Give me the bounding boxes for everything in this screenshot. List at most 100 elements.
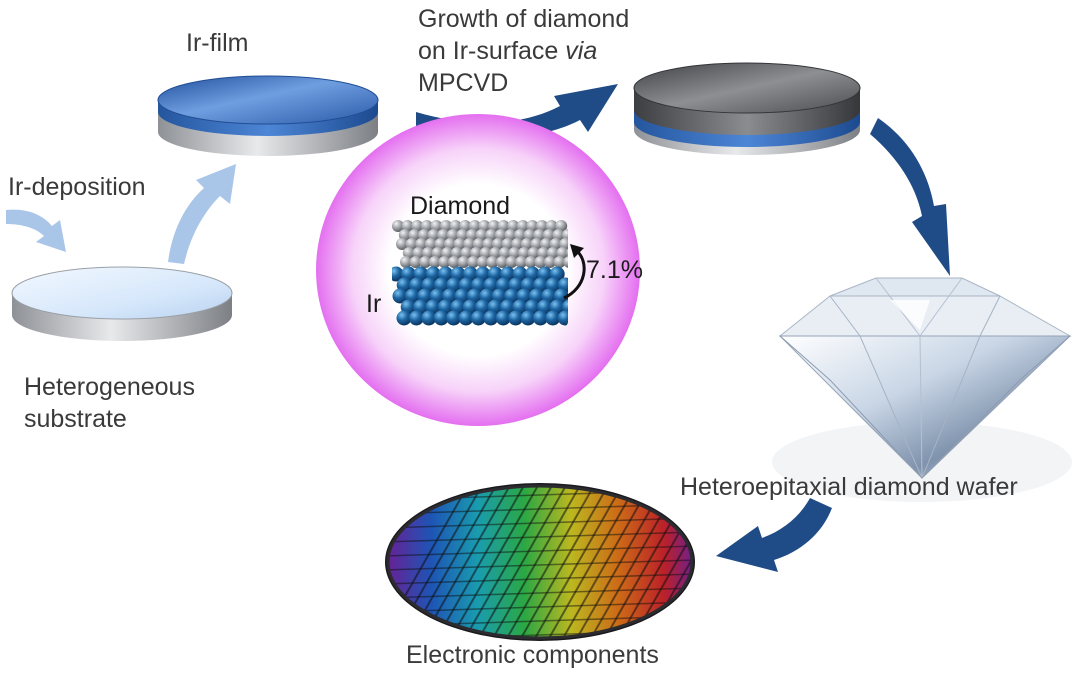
iridium-atom	[392, 288, 408, 304]
carbon-atom	[562, 229, 568, 241]
iridium-atom	[545, 310, 561, 326]
carbon-atom	[485, 229, 498, 241]
carbon-atom	[453, 238, 466, 250]
die-line	[533, 486, 625, 638]
carbon-atom	[504, 229, 517, 241]
ir-layer-label: Ir	[366, 290, 382, 318]
carbon-atom	[467, 256, 480, 268]
carbon-atom	[514, 229, 526, 241]
carbon-atom	[533, 229, 546, 241]
die-line	[561, 486, 653, 638]
carbon-atom	[475, 229, 488, 241]
carbon-atom	[527, 247, 540, 259]
carbon-atom	[396, 238, 408, 250]
carbon-atom	[401, 220, 414, 232]
carbon-atom	[520, 238, 533, 250]
carbon-atom	[424, 238, 437, 250]
ir-film-label: Ir-film	[186, 29, 249, 57]
substrate-disk	[11, 266, 233, 341]
carbon-atom	[552, 229, 565, 241]
carbon-atom	[457, 256, 470, 268]
carbon-atom	[427, 229, 440, 241]
carbon-atom	[511, 238, 524, 250]
atom-lattice	[392, 220, 568, 326]
carbon-atom	[492, 238, 504, 250]
carbon-atom	[553, 256, 566, 268]
carbon-atom	[434, 238, 447, 250]
carbon-atom	[526, 220, 539, 232]
carbon-atom	[476, 256, 489, 268]
die-line	[388, 559, 692, 571]
carbon-atom	[515, 256, 528, 268]
die-line	[388, 517, 692, 529]
carbon-atom	[537, 247, 550, 259]
carbon-atom	[419, 256, 432, 268]
carbon-atom	[546, 247, 559, 259]
carbon-atom	[516, 220, 529, 232]
iridium-atom	[532, 310, 548, 326]
carbon-atom	[496, 256, 508, 268]
carbon-atom	[545, 220, 558, 232]
carbon-atom	[544, 256, 556, 268]
carbon-atom	[470, 247, 482, 259]
carbon-atom	[478, 220, 491, 232]
carbon-atom	[497, 220, 510, 232]
carbon-atom	[392, 220, 404, 232]
carbon-atom	[422, 247, 434, 259]
carbon-atom	[555, 220, 568, 232]
iridium-atom	[520, 310, 536, 326]
to-wafer-arrow	[870, 118, 950, 276]
carbon-atom	[405, 238, 418, 250]
wafer-label: Heteroepitaxial diamond wafer	[680, 473, 1018, 501]
carbon-atom	[440, 220, 452, 232]
carbon-atom	[494, 229, 507, 241]
substrate-label-line1: Heterogeneous	[24, 373, 195, 401]
carbon-atom	[542, 229, 555, 241]
carbon-atom	[523, 229, 536, 241]
carbon-atom	[463, 238, 476, 250]
substrate-label-line2: substrate	[24, 405, 127, 433]
carbon-atom	[530, 238, 543, 250]
carbon-atom	[448, 256, 460, 268]
ir-film-disk	[157, 75, 379, 156]
iridium-atom	[396, 310, 412, 326]
mismatch-arrowhead	[570, 244, 584, 258]
die-line	[388, 587, 692, 599]
carbon-atom	[540, 238, 552, 250]
carbon-atom	[468, 220, 481, 232]
carbon-atom	[415, 238, 428, 250]
electronic-wafer	[385, 483, 695, 641]
carbon-atom	[460, 247, 473, 259]
ir-deposition-label: Ir-deposition	[8, 173, 146, 201]
carbon-atom	[402, 247, 415, 259]
carbon-atom	[556, 247, 568, 259]
carbon-atom	[489, 247, 502, 259]
carbon-atom	[431, 247, 444, 259]
die-line	[547, 486, 639, 638]
carbon-atom	[412, 247, 425, 259]
carbon-atom	[428, 256, 441, 268]
iridium-atom	[446, 310, 462, 326]
carbon-atom	[450, 247, 463, 259]
carbon-atom	[534, 256, 547, 268]
iridium-atom	[458, 310, 474, 326]
diamond-layer-label: Diamond	[410, 192, 511, 220]
carbon-atom	[501, 238, 514, 250]
ir-film-arrow	[168, 164, 236, 264]
die-line	[388, 545, 692, 557]
carbon-atom	[418, 229, 430, 241]
carbon-atom	[559, 238, 568, 250]
to-components-arrow	[716, 498, 832, 572]
iridium-atom	[421, 310, 437, 326]
carbon-atom	[408, 229, 421, 241]
carbon-atom	[524, 256, 537, 268]
die-line	[421, 486, 513, 638]
carbon-atom	[518, 247, 530, 259]
carbon-atom	[488, 220, 500, 232]
iridium-atom	[508, 310, 524, 326]
die-line	[388, 573, 692, 585]
carbon-atom	[459, 220, 472, 232]
carbon-atom	[563, 256, 568, 268]
carbon-atom	[400, 256, 412, 268]
